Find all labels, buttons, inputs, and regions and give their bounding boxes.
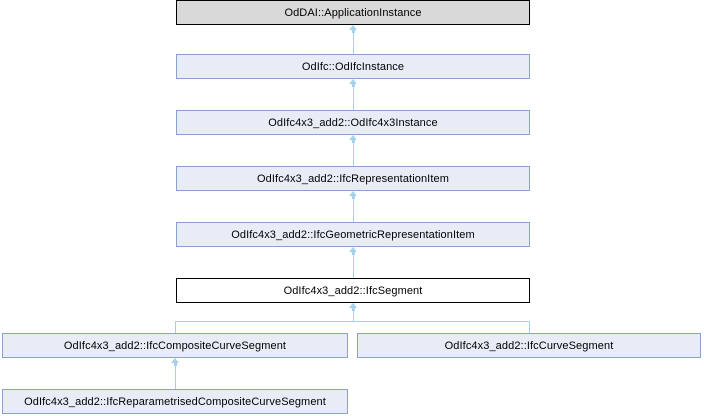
class-node-label: OdIfc4x3_add2::IfcReparametrisedComposit…	[24, 395, 326, 408]
class-node-ifc-curve-segment[interactable]: OdIfc4x3_add2::IfcCurveSegment	[357, 333, 701, 358]
inheritance-arrow-stem	[352, 308, 355, 311]
class-node-label: OdIfc4x3_add2::IfcGeometricRepresentatio…	[231, 228, 475, 241]
class-node-label: OdIfc4x3_add2::IfcCompositeCurveSegment	[63, 339, 287, 352]
class-node-label: OdIfc4x3_add2::IfcRepresentationItem	[257, 172, 449, 185]
inheritance-arrow-stem	[174, 363, 177, 366]
inheritance-arrow-stem	[352, 30, 355, 33]
inheritance-arrow-stem	[352, 140, 355, 143]
class-node-odifc4x3-instance[interactable]: OdIfc4x3_add2::OdIfc4x3Instance	[176, 110, 530, 135]
inheritance-edge-line	[175, 321, 353, 322]
class-node-ifc-segment[interactable]: OdIfc4x3_add2::IfcSegment	[176, 278, 530, 303]
inheritance-arrowhead-icon	[349, 79, 357, 84]
inheritance-arrow-stem	[352, 196, 355, 199]
inheritance-edge-line	[353, 83, 354, 110]
class-node-label: OdIfc::OdIfcInstance	[301, 60, 405, 73]
inheritance-edge-line	[353, 29, 354, 54]
class-node-label: OdDAI::ApplicationInstance	[284, 6, 422, 19]
inheritance-edge-line	[529, 321, 530, 333]
class-node-label: OdIfc4x3_add2::IfcCurveSegment	[444, 339, 614, 352]
inheritance-edge-line	[175, 321, 176, 333]
inheritance-arrow-stem	[352, 252, 355, 255]
inheritance-arrowhead-icon	[349, 247, 357, 252]
inheritance-edge-line	[353, 251, 354, 278]
inheritance-arrow-stem	[352, 84, 355, 87]
class-node-ifc-geometric-representation-item[interactable]: OdIfc4x3_add2::IfcGeometricRepresentatio…	[176, 222, 530, 247]
inheritance-arrowhead-icon	[349, 135, 357, 140]
class-node-odifc-instance[interactable]: OdIfc::OdIfcInstance	[176, 54, 530, 79]
inheritance-edge-line	[353, 307, 354, 322]
inheritance-edge-line	[353, 195, 354, 222]
inheritance-arrowhead-icon	[349, 25, 357, 30]
inheritance-arrowhead-icon	[349, 191, 357, 196]
class-node-label: OdIfc4x3_add2::OdIfc4x3Instance	[268, 116, 438, 129]
inheritance-arrowhead-icon	[349, 303, 357, 308]
inheritance-edge-line	[353, 139, 354, 166]
inheritance-edge-line	[175, 362, 176, 389]
class-node-ifc-reparametrised-composite-curve-segment[interactable]: OdIfc4x3_add2::IfcReparametrisedComposit…	[2, 389, 348, 414]
class-node-ifc-composite-curve-segment[interactable]: OdIfc4x3_add2::IfcCompositeCurveSegment	[2, 333, 348, 358]
inheritance-edge-line	[353, 321, 529, 322]
class-node-label: OdIfc4x3_add2::IfcSegment	[283, 284, 423, 297]
inheritance-arrowhead-icon	[171, 358, 179, 363]
class-node-ifc-representation-item[interactable]: OdIfc4x3_add2::IfcRepresentationItem	[176, 166, 530, 191]
class-node-application-instance[interactable]: OdDAI::ApplicationInstance	[176, 0, 530, 25]
